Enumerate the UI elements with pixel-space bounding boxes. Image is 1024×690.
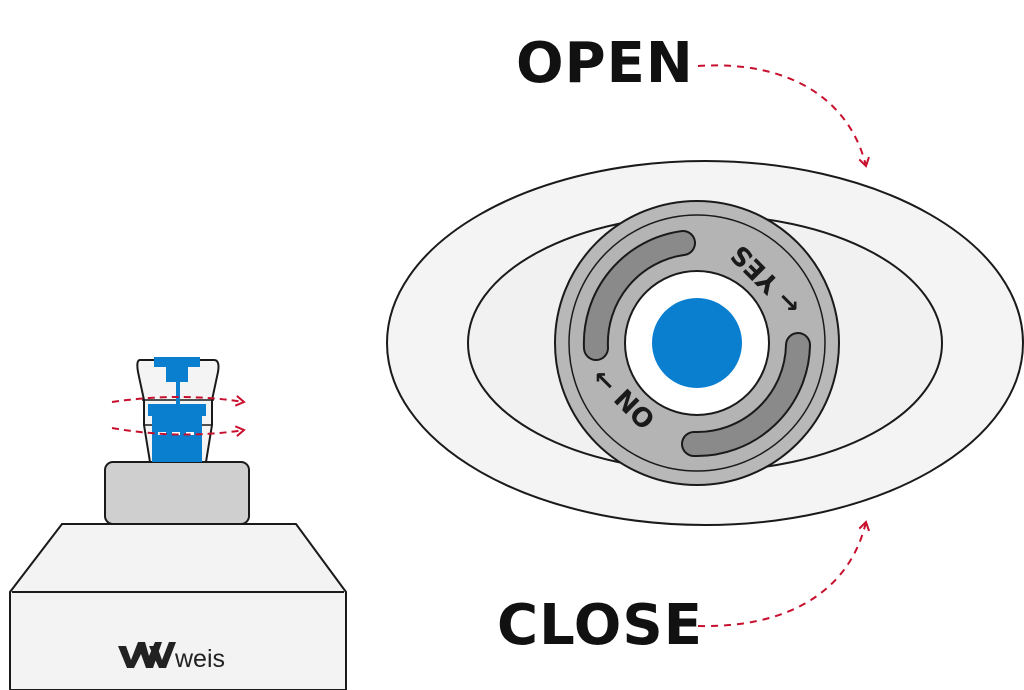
weis-logo-mark-icon bbox=[118, 642, 176, 668]
brand-name: weis bbox=[174, 645, 225, 673]
open-arrow-icon bbox=[697, 64, 870, 168]
bottle-neck bbox=[104, 461, 250, 525]
open-label: OPEN bbox=[516, 31, 694, 96]
valve-top-view: ← YES ← NO bbox=[386, 160, 1024, 526]
valve-cap bbox=[136, 357, 220, 463]
close-arrow-icon bbox=[697, 520, 870, 628]
center-dot bbox=[652, 298, 742, 388]
bottle-shoulder bbox=[9, 523, 347, 690]
bottle: weis bbox=[9, 357, 347, 690]
rotation-arrow-icon bbox=[111, 425, 246, 437]
close-label: CLOSE bbox=[497, 593, 703, 658]
rotation-arrow-icon bbox=[111, 395, 246, 407]
